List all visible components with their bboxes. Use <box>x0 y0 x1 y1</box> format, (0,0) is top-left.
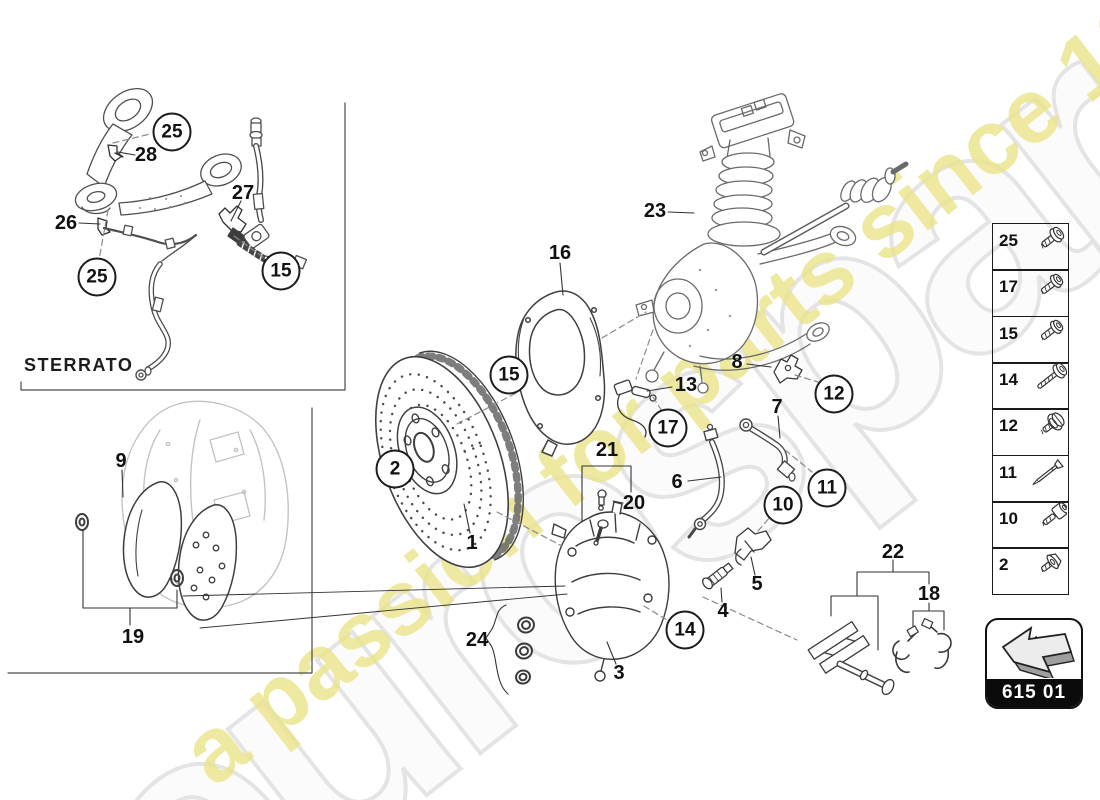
callout-21-18: 21 <box>595 439 619 461</box>
legend-row-2: 2 <box>992 547 1069 596</box>
callout-16-7: 16 <box>548 242 572 264</box>
long-pin-icon <box>1029 456 1067 501</box>
bracket-8 <box>773 354 803 384</box>
dashed-lines <box>98 133 819 641</box>
splash-shield <box>515 290 606 457</box>
legend-part-number: 11 <box>999 462 1017 482</box>
legend-row-15: 15 <box>992 315 1069 364</box>
legend-part-number: 10 <box>999 508 1018 528</box>
clip-26 <box>97 217 111 236</box>
callout-9-21: 9 <box>115 450 127 472</box>
legend-row-11: 11 <box>992 454 1069 503</box>
callout-26-3: 26 <box>54 212 78 234</box>
callout-1-20: 1 <box>466 532 478 554</box>
variant-label: STERRATO <box>24 355 134 375</box>
long-bolt-icon <box>1029 363 1068 408</box>
leader-lines <box>78 151 945 695</box>
spring-kit-22 <box>807 620 895 696</box>
callout-14-25: 14 <box>665 610 705 650</box>
legend-part-number: 14 <box>999 369 1018 389</box>
brake-hose-7 <box>739 418 796 482</box>
legend-row-10: 10 <box>992 500 1069 549</box>
hex-flange-bolt-icon <box>1029 410 1067 455</box>
legend-part-number: 17 <box>999 277 1018 297</box>
callout-6-16: 6 <box>671 471 683 493</box>
countersunk-screw-icon <box>1029 549 1067 594</box>
bleeder-valve-20-21 <box>593 489 609 546</box>
callout-2-8: 2 <box>375 449 415 489</box>
callout-7-14: 7 <box>771 396 783 418</box>
legend-row-12: 12 <box>992 408 1069 457</box>
callout-3-26: 3 <box>613 662 625 684</box>
button-head-bolt-icon <box>1029 271 1067 316</box>
callout-11-15: 11 <box>807 468 847 508</box>
callout-18-29: 18 <box>917 583 941 605</box>
pad-grommets <box>75 513 184 587</box>
callout-15-4: 15 <box>261 251 301 291</box>
pan-head-screw-icon <box>1029 225 1067 270</box>
frame-lines <box>7 102 346 674</box>
legend-part-number: 12 <box>999 416 1018 436</box>
callout-19-22: 19 <box>121 626 145 648</box>
callout-4-24: 4 <box>717 600 729 622</box>
brake-hose-6 <box>687 423 725 539</box>
callout-15-9: 15 <box>489 355 529 395</box>
callout-10-17: 10 <box>763 485 803 525</box>
callout-13-10: 13 <box>674 374 698 396</box>
brake-caliper <box>551 501 670 682</box>
callout-17-11: 17 <box>648 408 688 448</box>
callout-8-12: 8 <box>731 351 743 373</box>
legend-part-number: 2 <box>999 555 1009 575</box>
callout-23-6: 23 <box>643 200 667 222</box>
callout-22-28: 22 <box>881 541 905 563</box>
callout-5-23: 5 <box>751 573 763 595</box>
socket-head-bolt-icon <box>1029 502 1069 547</box>
bolt-4 <box>701 562 734 590</box>
section-code: 615 01 <box>987 679 1081 707</box>
legend-row-17: 17 <box>992 269 1069 318</box>
upper-control-arm <box>74 87 308 381</box>
callout-25-5: 25 <box>77 257 117 297</box>
callout-27-2: 27 <box>231 182 255 204</box>
knuckle-strut-assembly <box>635 93 909 394</box>
callout-24-27: 24 <box>465 629 489 651</box>
fastener-legend: 25 17 15 14 12 11 10 2 <box>992 223 1069 596</box>
callout-25-0: 25 <box>152 112 192 152</box>
legend-row-14: 14 <box>992 361 1069 410</box>
section-nav-box[interactable]: 615 01 <box>985 618 1083 709</box>
legend-part-number: 15 <box>999 323 1018 343</box>
bracket-5 <box>734 527 772 566</box>
retainer-clips-18 <box>892 617 952 674</box>
callout-20-19: 20 <box>622 492 646 514</box>
seal-kit-24 <box>515 616 535 685</box>
callout-28-1: 28 <box>134 144 158 166</box>
back-arrow-icon <box>1001 626 1075 682</box>
legend-row-25: 25 <box>992 223 1069 271</box>
callout-12-13: 12 <box>814 374 854 414</box>
brake-pads <box>75 481 238 621</box>
brake-disc <box>374 350 524 569</box>
button-head-bolt-icon <box>1029 317 1067 362</box>
legend-part-number: 25 <box>999 231 1018 250</box>
